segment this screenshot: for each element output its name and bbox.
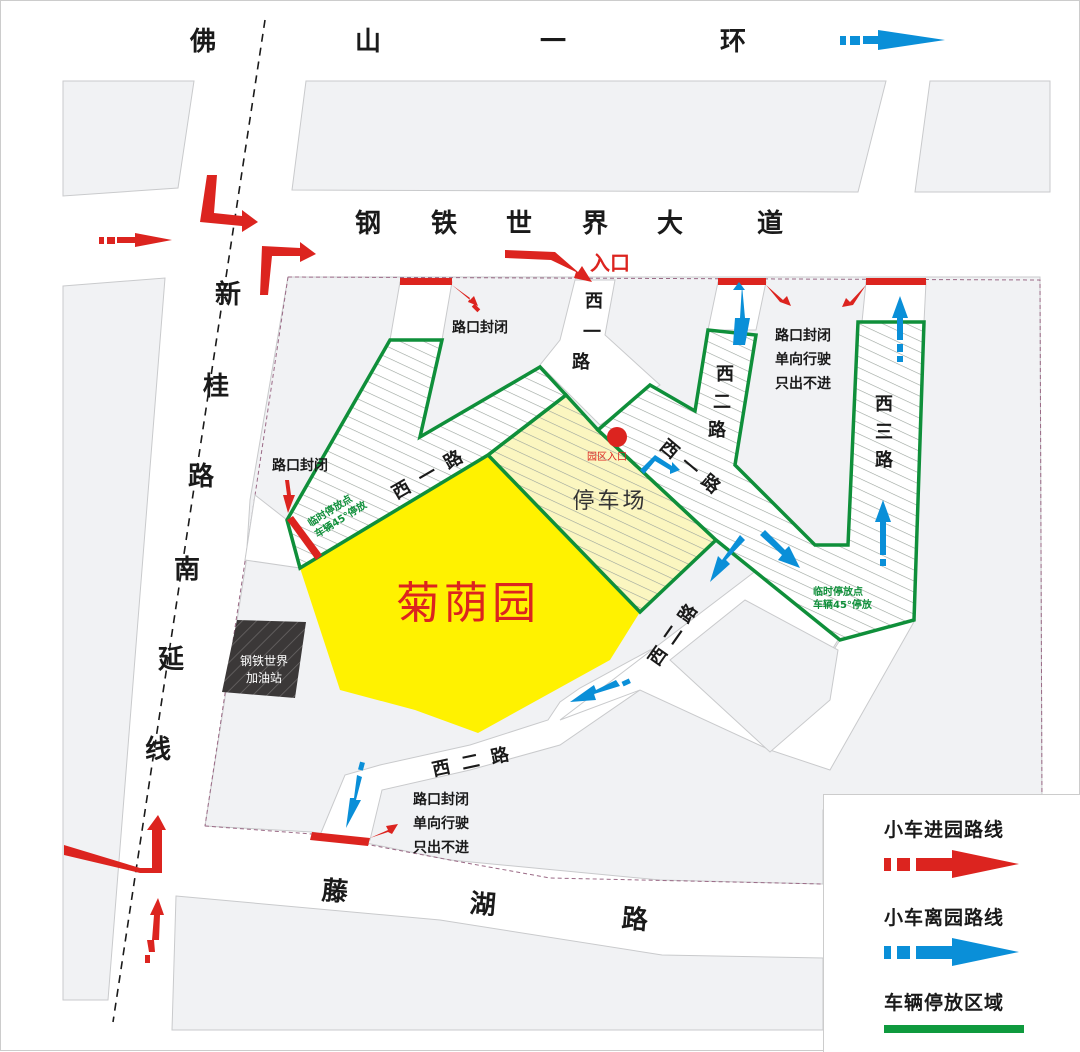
svg-text:线: 线 — [145, 735, 171, 765]
svg-text:铁: 铁 — [431, 208, 457, 239]
svg-text:三: 三 — [875, 422, 893, 443]
temp-parking-note-east: 临时停放点 车辆45°停放 — [813, 585, 873, 611]
svg-text:西: 西 — [716, 364, 734, 385]
road-label-foshan-ring: 佛 山 一 环 — [189, 27, 746, 57]
parking-lot-label: 停车场 — [572, 489, 647, 514]
svg-text:西: 西 — [430, 757, 452, 781]
legend-enter-label: 小车进园路线 — [884, 819, 1005, 841]
svg-text:路口封闭: 路口封闭 — [775, 327, 831, 344]
svg-text:湖: 湖 — [469, 889, 498, 921]
gas-station-label-2: 加油站 — [246, 671, 282, 685]
svg-text:钢: 钢 — [355, 209, 381, 239]
legend-parking-label: 车辆停放区域 — [884, 992, 1005, 1014]
road-label-tenghu-road: 藤 湖 路 — [321, 876, 651, 936]
road-label-xingui-road: 新 桂 路 南 延 线 — [145, 279, 241, 765]
svg-text:佛: 佛 — [189, 27, 216, 57]
svg-text:车辆45°停放: 车辆45°停放 — [813, 598, 873, 611]
svg-text:路: 路 — [572, 351, 591, 373]
svg-text:路: 路 — [875, 449, 894, 471]
svg-text:山: 山 — [355, 27, 381, 57]
park-label: 菊荫园 — [396, 578, 540, 629]
gas-station-label: 钢铁世界 — [240, 654, 288, 668]
legend-exit-arrow-icon — [884, 938, 1019, 966]
closure-pointer-arrows — [283, 285, 866, 838]
gas-station — [222, 620, 306, 698]
note-closed-1: 路口封闭 — [452, 319, 508, 336]
park-entrance-label: 园区入口 — [587, 451, 627, 463]
svg-text:南: 南 — [174, 555, 200, 585]
svg-text:一: 一 — [583, 322, 601, 343]
svg-text:只出不进: 只出不进 — [413, 839, 469, 856]
svg-text:路口封闭: 路口封闭 — [413, 791, 469, 808]
svg-text:西: 西 — [585, 291, 603, 312]
svg-text:环: 环 — [720, 27, 746, 57]
site-border — [287, 276, 1043, 809]
svg-text:界: 界 — [582, 209, 608, 239]
road-center-line — [112, 19, 266, 1023]
svg-text:一: 一 — [540, 27, 566, 57]
park-entrance-marker — [607, 427, 627, 447]
legend-enter-arrow-icon — [884, 850, 1019, 878]
enter-route-arrows — [64, 175, 592, 963]
svg-text:路: 路 — [188, 461, 215, 492]
svg-text:延: 延 — [157, 645, 185, 675]
svg-text:大: 大 — [657, 209, 683, 239]
svg-text:道: 道 — [757, 208, 783, 239]
svg-text:西: 西 — [875, 394, 893, 415]
svg-text:单向行驶: 单向行驶 — [775, 351, 831, 368]
svg-text:路: 路 — [708, 419, 727, 441]
svg-text:单向行驶: 单向行驶 — [413, 815, 469, 832]
road-label-xi-san-lu: 西 三 路 — [875, 394, 894, 471]
svg-text:二: 二 — [460, 750, 482, 774]
temp-parking-west — [285, 338, 569, 571]
svg-text:路: 路 — [621, 903, 651, 936]
svg-text:临时停放点: 临时停放点 — [813, 585, 863, 598]
road-label-xi-er-lu-north: 西 二 路 — [708, 364, 734, 441]
closure-bars — [287, 278, 926, 846]
svg-text:桂: 桂 — [203, 372, 229, 402]
road-label-gangtie-avenue: 钢 铁 世 界 大 道 — [355, 208, 783, 239]
legend: 小车进园路线 小车离园路线 车辆停放区域 — [823, 794, 1080, 1052]
road-label-xi-er-lu-south: 西 二 路 — [430, 743, 512, 781]
svg-text:藤: 藤 — [321, 876, 351, 908]
note-closed-oneway-south: 路口封闭 单向行驶 只出不进 — [413, 791, 469, 856]
svg-text:新: 新 — [215, 279, 241, 310]
svg-text:只出不进: 只出不进 — [775, 375, 831, 392]
road-label-xi-yi-lu-north: 西 一 路 — [572, 291, 603, 373]
entrance-label: 入口 — [590, 251, 630, 275]
legend-parking-line-icon — [884, 1025, 1024, 1033]
svg-text:二: 二 — [713, 392, 731, 413]
svg-text:路: 路 — [489, 743, 512, 768]
note-closed-2: 路口封闭 — [272, 457, 328, 474]
legend-exit-label: 小车离园路线 — [884, 907, 1005, 929]
exit-route-arrows — [346, 30, 945, 828]
temp-parking-east — [595, 320, 926, 642]
note-closed-oneway-north: 路口封闭 单向行驶 只出不进 — [775, 327, 831, 392]
svg-text:世: 世 — [506, 209, 532, 239]
